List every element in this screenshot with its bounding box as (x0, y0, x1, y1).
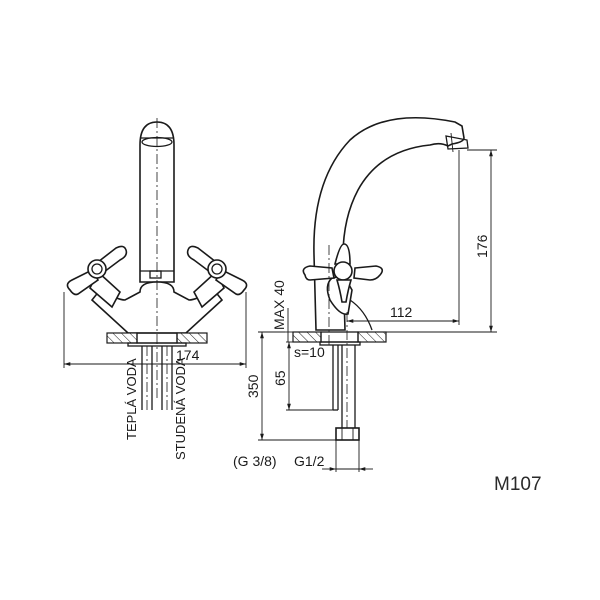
thread-main-label: G1/2 (294, 453, 325, 469)
thread-nut (335, 427, 360, 441)
dimension-width: 174 (63, 292, 247, 368)
dimension-spout-reach: 112 (347, 150, 460, 325)
left-handle (66, 245, 128, 309)
thread-alt-label: (G 3/8) (233, 453, 277, 469)
side-spout (313, 116, 465, 331)
dim-65: 65 (272, 370, 288, 386)
dimension-max-counter: MAX 40 (271, 280, 293, 342)
right-handle (186, 245, 248, 309)
label-cold-water: STUDENÁ VODA (173, 357, 188, 460)
dim-174: 174 (176, 347, 200, 363)
side-view: 176 112 MAX 40 s=10 65 350 (233, 116, 497, 472)
front-spout (139, 121, 175, 283)
dimension-thread: (G 3/8) G1/2 (233, 440, 373, 472)
model-code: M107 (494, 474, 542, 495)
front-counter-left (106, 332, 138, 344)
dimension-pipe-short: 65 (272, 341, 333, 411)
dim-176: 176 (474, 234, 490, 258)
dimension-spout-height: 176 (386, 149, 497, 333)
dim-350: 350 (245, 374, 261, 398)
dim-112: 112 (390, 304, 413, 320)
dim-s10: s=10 (294, 344, 325, 360)
dimension-pipe-total: 350 (245, 331, 336, 441)
side-counter-left (292, 331, 322, 343)
front-view: 174 TEPLÁ VODA STUDENÁ VODA (63, 118, 248, 460)
front-pipes (141, 346, 173, 410)
front-counter-right (176, 332, 208, 344)
label-hot-water: TEPLÁ VODA (124, 358, 139, 440)
side-counter-right (357, 331, 387, 343)
dim-max-40: MAX 40 (271, 280, 287, 330)
side-handle (302, 243, 384, 331)
